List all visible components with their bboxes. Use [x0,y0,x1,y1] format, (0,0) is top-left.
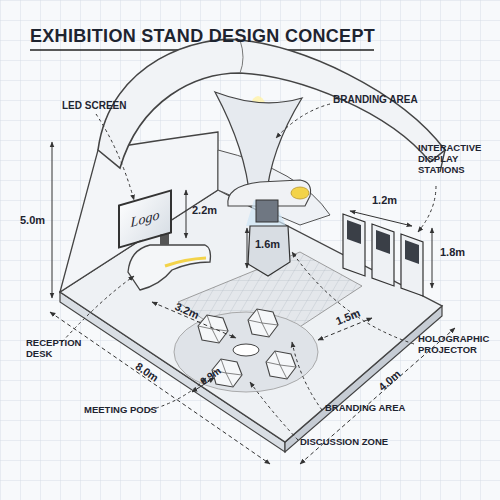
kiosk-screen [405,240,419,264]
dimension-label: 2.2m [192,204,232,217]
back-wall [218,150,330,225]
kiosk [343,214,365,276]
dimension-label: 1.8m [440,246,480,259]
projector-base [248,226,290,276]
callout-label: HOLOGRAPHIC PROJECTOR [418,334,498,356]
dimension-lines [50,142,455,464]
callout-label: RECEPTION DESK [26,338,92,360]
discussion-floor [174,312,318,392]
yellow-accent [291,187,309,199]
hologram-beam [246,200,286,226]
desk-light-strip [165,258,206,266]
leader-line [96,114,134,200]
screen-text: Logo [131,207,160,231]
projector-head [256,200,278,222]
kiosk-screen [347,220,361,244]
dimension-label: 5.0m [20,214,60,227]
leader-line [250,382,298,440]
dimension-label: 1.2m [372,194,412,207]
meeting-pod [266,351,296,379]
pod-facet [198,315,228,343]
dimension-line [50,312,270,464]
meeting-pod [198,315,228,343]
dimension-line [52,142,53,298]
kiosk-screen [376,230,390,254]
platform-floor [60,190,442,442]
leader-line [292,342,322,410]
callout-label: LED SCREEN [62,100,152,112]
leader-line [418,186,436,232]
leader-lines [62,104,436,440]
reception-desk [128,245,210,290]
callout-label: INTERACTIVE DISPLAY STATIONS [418,143,494,176]
callout-label: BRANDING AREA [325,403,435,414]
kiosk [372,224,394,286]
pod-facet [248,309,278,337]
callout-label: DISCUSSION ZONE [300,437,420,448]
diagram-title: EXHIBITION STAND DESIGN CONCEPT [30,26,375,47]
leader-line [292,252,414,344]
dimension-line [350,211,412,226]
callout-label: BRANDING AREA [333,94,433,106]
dimension-line [432,228,433,288]
callout-label: MEETING PODS [84,405,184,416]
meeting-table [233,344,259,356]
dimension-line [247,228,248,268]
kiosk [401,234,423,296]
dimension-line [186,190,187,238]
dimension-label: 1.6m [255,238,295,251]
pod-shell [248,309,278,337]
leader-line [62,276,134,342]
pod-shell [198,315,228,343]
meeting-pod [248,309,278,337]
pod-facet [266,351,296,379]
pod-shell [266,351,296,379]
leader-line [276,104,330,138]
